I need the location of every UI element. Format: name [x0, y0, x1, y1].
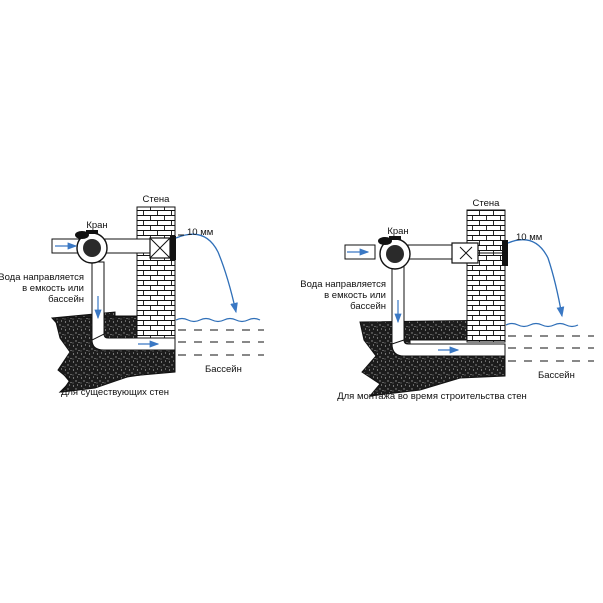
right-pool-label: Бассейн [538, 370, 575, 381]
left-valve-label: Кран [86, 220, 107, 231]
left-valve-icon [75, 230, 108, 264]
left-wall-nozzle [149, 236, 176, 260]
right-wall-nozzle [451, 240, 508, 266]
right-note-line-1: Вода направляется [300, 279, 386, 290]
right-wall-label: Стена [473, 198, 501, 209]
left-diagram: Стена Кран 10 мм Вода направляется в емк… [0, 194, 264, 398]
right-note-line-3: бассейн [350, 301, 386, 312]
left-note-line-1: Вода направляется [0, 272, 84, 283]
right-note-line-2: в емкость или [324, 290, 386, 301]
right-water-jet [507, 239, 565, 318]
right-water [505, 322, 594, 362]
left-water-jet [175, 233, 238, 314]
left-pool-label: Бассейн [205, 364, 242, 375]
right-gap-label: 10 мм [516, 232, 542, 243]
right-wall [466, 209, 506, 343]
right-elbow [391, 339, 506, 357]
right-valve-icon [378, 236, 411, 270]
right-caption: Для монтажа во время строительства стен [337, 391, 527, 402]
left-water [175, 317, 264, 356]
left-note-line-3: бассейн [48, 294, 84, 305]
left-note-line-2: в емкость или [22, 283, 84, 294]
left-horizontal-pipe [101, 238, 153, 254]
right-valve-label: Кран [387, 226, 408, 237]
left-caption: Для существующих стен [61, 387, 169, 398]
left-gap-label: 10 мм [187, 227, 213, 238]
right-diagram: Стена Кран 10 мм Вода направляется в емк… [300, 198, 594, 402]
right-flow-arrows [347, 248, 460, 354]
left-wall [136, 206, 176, 340]
left-flow-arrows [55, 242, 160, 348]
left-wall-label: Стена [143, 194, 171, 205]
